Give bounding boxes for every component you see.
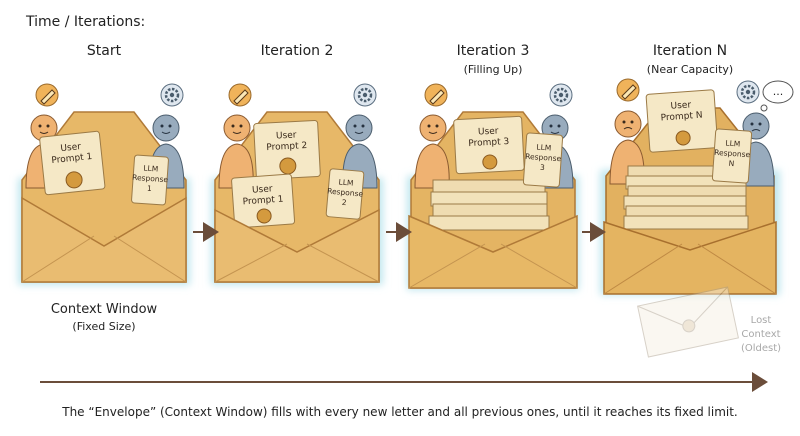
response-scroll: LLM Response 3 (522, 132, 564, 188)
prompt-card-line: User (670, 100, 691, 111)
gear-icon (353, 83, 377, 107)
prompt-card: User Prompt 2 (253, 120, 321, 180)
gear-icon (736, 80, 760, 104)
thought-bubble-icon: ... (760, 80, 794, 112)
response-line: 3 (540, 163, 546, 172)
stage-title: Iteration 3 (457, 43, 530, 59)
response-line: Response (525, 152, 562, 164)
response-line: Response (714, 148, 751, 160)
thought-bubble-text: ... (773, 85, 784, 98)
response-scroll: LLM Response 1 (131, 154, 169, 206)
context-window-title: Context Window (51, 302, 158, 317)
stage-start: Start Use (18, 43, 190, 333)
prompt-card: User Prompt 1 (39, 130, 106, 196)
lost-context-line: Lost (751, 315, 772, 326)
stage-title: Iteration N (653, 43, 727, 59)
stacked-letters (623, 165, 749, 230)
stacked-letters (428, 179, 550, 231)
gear-icon (160, 83, 184, 107)
prompt-card-line: User (276, 130, 297, 141)
prompt-card-line: User (252, 184, 273, 195)
response-line: N (728, 159, 734, 168)
prompt-card-line: Prompt 2 (266, 141, 307, 153)
response-line: Response (327, 186, 364, 198)
prompt-card: User Prompt 1 (231, 173, 296, 229)
pencil-icon (424, 83, 448, 107)
stage-title: Start (87, 43, 122, 59)
prompt-card-line: User (60, 142, 82, 154)
stage-subtitle: (Near Capacity) (647, 63, 733, 76)
stage-subtitle: (Filling Up) (464, 63, 523, 76)
prompt-card-line: Prompt 1 (51, 152, 93, 166)
pencil-icon (616, 78, 640, 102)
envelope-front (214, 208, 380, 283)
response-scroll: LLM Response 2 (325, 168, 365, 220)
context-window-subtitle: (Fixed Size) (72, 320, 135, 333)
prompt-card-line: Prompt N (660, 111, 702, 124)
response-line: LLM (338, 177, 354, 187)
envelope-front (603, 220, 777, 295)
lost-context-line: (Oldest) (741, 343, 781, 354)
stage-title: Iteration 2 (261, 43, 334, 59)
response-scroll: LLM Response N (711, 128, 753, 184)
gear-icon (549, 83, 573, 107)
response-line: Response (132, 173, 169, 185)
stage-iteration-n: Iteration N (Near Capacity) .. (600, 43, 794, 358)
prompt-card: User Prompt 3 (453, 115, 525, 175)
response-line: 2 (341, 198, 347, 207)
pencil-icon (228, 83, 252, 107)
response-line: LLM (536, 143, 551, 153)
lost-envelope (637, 286, 739, 358)
caption: The “Envelope” (Context Window) fills wi… (61, 405, 738, 419)
response-line: LLM (143, 164, 158, 174)
user-figure (414, 114, 450, 189)
pencil-icon (35, 83, 59, 107)
prompt-card: User Prompt N (645, 89, 719, 153)
lost-context-line: Context (741, 329, 780, 340)
stage-iteration-2: Iteration 2 User Prompt (211, 43, 383, 285)
envelope-front (408, 214, 578, 289)
prompt-card-line: Prompt 3 (468, 137, 509, 149)
stage-iteration-3: Iteration 3 (Filling Up) (407, 43, 579, 290)
response-line: LLM (725, 139, 740, 149)
timeline-title: Time / Iterations: (25, 14, 145, 30)
prompt-card-line: User (478, 126, 499, 137)
response-line: 1 (147, 184, 153, 193)
prompt-card-line: Prompt 1 (242, 195, 283, 208)
